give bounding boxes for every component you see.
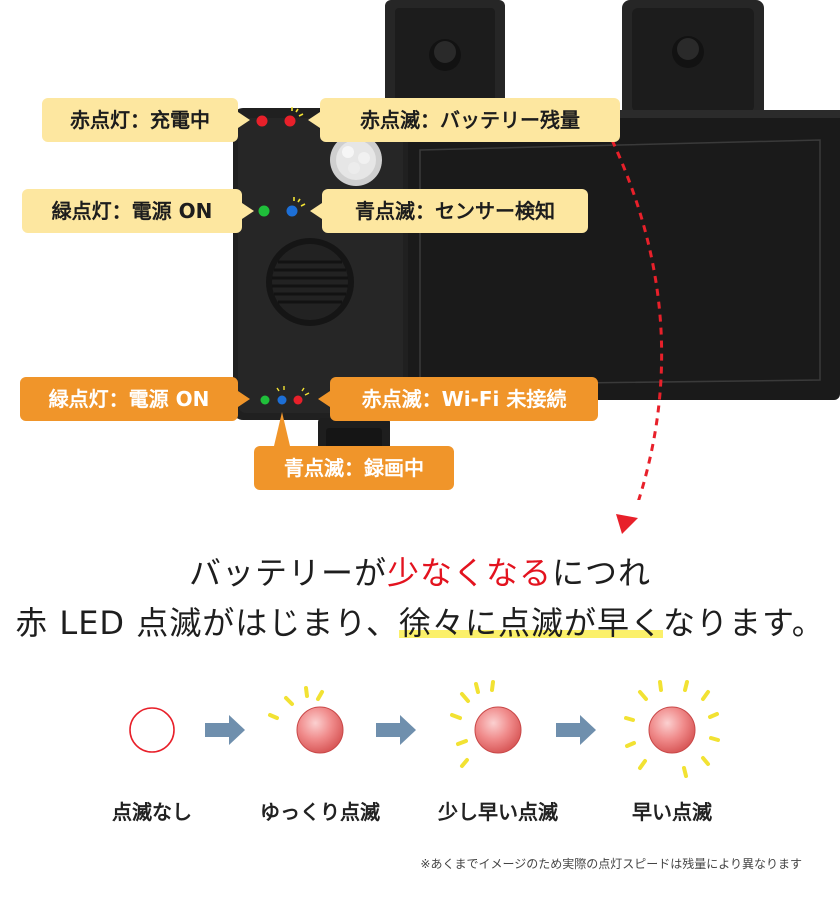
camera-body — [233, 108, 408, 488]
callout-blue-sensor: 青点滅：センサー検知 — [322, 189, 588, 233]
solar-panel — [400, 110, 840, 400]
stage-label: 点滅なし — [112, 800, 192, 824]
headline-highlight: 徐々に点滅が早く — [398, 604, 663, 642]
callout-green-power-bottom: 緑点灯：電源 ON — [20, 377, 238, 421]
led-stage-medium — [450, 680, 522, 768]
caret-right — [242, 203, 254, 219]
led-blue-recording — [276, 386, 287, 405]
callout-red-battery-label: 赤点滅：バッテリー残量 — [360, 108, 580, 132]
caret-left — [318, 391, 330, 407]
callout-green-power-bottom-label: 緑点灯：電源 ON — [48, 387, 210, 411]
headline-emphasis: 少なくなる — [386, 554, 552, 592]
caret-left — [310, 203, 322, 219]
callout-blue-sensor-label: 青点滅：センサー検知 — [355, 199, 555, 223]
arrow-right-icon — [376, 715, 416, 745]
headline-line-2: 赤 LED 点滅がはじまり、徐々に点滅が早くなります。 — [0, 598, 840, 644]
callout-blue-recording-label: 青点滅：録画中 — [284, 456, 424, 480]
headline-text: なります。 — [662, 604, 825, 642]
led-red-battery — [284, 107, 304, 127]
arrow-right-icon — [205, 715, 245, 745]
blink-stages-diagram — [129, 680, 720, 778]
led-stage-off — [129, 707, 175, 753]
headline-text: 赤 LED 点滅がはじまり、 — [15, 604, 399, 642]
led-stage-fast — [624, 680, 720, 778]
dashed-arrow — [610, 139, 664, 500]
mount-bracket-left — [385, 0, 505, 120]
callout-green-power-top-label: 緑点灯：電源 ON — [51, 199, 213, 223]
stage-label: ゆっくり点滅 — [260, 800, 380, 824]
headline-text: バッテリーが — [188, 554, 387, 592]
callout-green-power-top: 緑点灯：電源 ON — [22, 189, 242, 233]
led-red-charging — [256, 115, 268, 127]
led-green-power-bottom — [260, 395, 270, 405]
led-blue-sensor — [286, 197, 306, 217]
stage-label: 少し早い点滅 — [438, 800, 558, 824]
dashed-arrow-head-icon — [616, 514, 638, 534]
caret-left — [308, 112, 320, 128]
callout-red-charging: 赤点灯：充電中 — [42, 98, 238, 142]
caret-right — [238, 391, 250, 407]
led-red-wifi — [293, 387, 310, 405]
arrow-right-icon — [556, 715, 596, 745]
footnote: ※あくまでイメージのため実際の点灯スピードは残量により異なります — [420, 857, 802, 871]
callout-red-wifi: 赤点滅：Wi-Fi 未接続 — [330, 377, 598, 421]
headline-text: につれ — [552, 554, 652, 592]
callout-red-charging-label: 赤点灯：充電中 — [70, 108, 210, 132]
stage-label: 早い点滅 — [632, 800, 712, 824]
caret-right — [238, 112, 250, 128]
led-stage-slow — [268, 686, 344, 754]
headline-line-1: バッテリーが少なくなるにつれ — [0, 548, 840, 594]
callout-red-battery: 赤点滅：バッテリー残量 — [320, 98, 620, 142]
camera-device-illustration — [233, 0, 840, 500]
callout-red-wifi-label: 赤点滅：Wi-Fi 未接続 — [361, 387, 567, 411]
led-green-power-top — [258, 205, 270, 217]
mount-bracket-right — [622, 0, 764, 120]
caret-up — [274, 412, 290, 446]
callout-blue-recording: 青点滅：録画中 — [254, 446, 454, 490]
